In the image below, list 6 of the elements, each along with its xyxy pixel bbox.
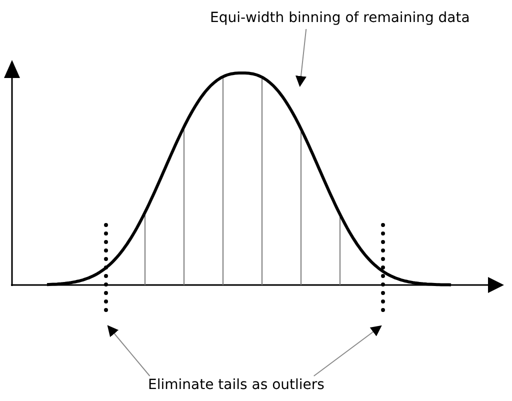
leader-arrow xyxy=(107,325,150,376)
leader-arrow xyxy=(296,28,307,88)
binned-bell-curve-drawing xyxy=(46,72,452,286)
annotation-text: Equi-width binning of remaining data xyxy=(210,9,470,27)
leader-arrow xyxy=(313,325,382,376)
annotation-text: Eliminate tails as outliers xyxy=(148,376,324,394)
